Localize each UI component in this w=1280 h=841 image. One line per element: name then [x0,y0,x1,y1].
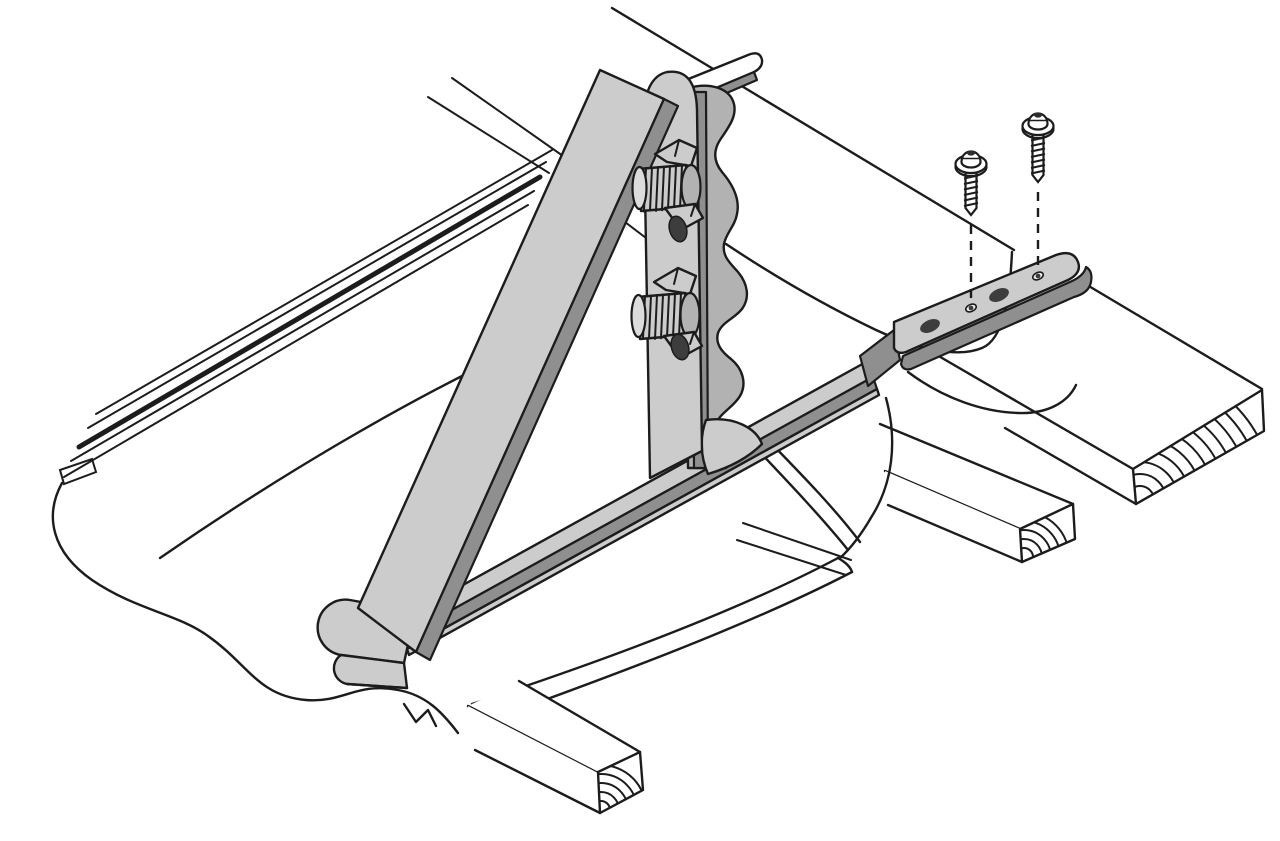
tile-ridge-line [87,161,547,429]
board-end-face [1131,388,1266,506]
tile-corner-notch [58,457,98,486]
screw-head-drive [1034,112,1042,118]
rafter-right-end-face [1018,502,1077,564]
board-back-edge-right [1080,280,1264,391]
screw-head-drive [967,150,975,156]
strap-z-bend [858,328,902,388]
strap-slot-hole [920,319,940,333]
strut-underside [414,97,680,662]
tile-surface-line [742,522,852,561]
fastening-screws [954,112,1055,303]
board-front-edge [928,349,1135,471]
tile-ridge-groove [76,174,543,450]
pilot-hole-center [968,305,974,311]
tile-s-profile-edge [51,481,460,735]
tile-broken-notch [402,702,438,728]
batten-bottom [466,679,645,815]
tile-right-edge [838,396,894,560]
clamp-bolts [630,138,705,361]
screw-shank [1031,132,1045,184]
support-strut [356,68,680,662]
upper-tile-edge-left [158,370,472,560]
mounting-strap [858,251,1093,388]
plate-hole [668,215,688,243]
strap-holes [920,271,1045,333]
upper-tile-drape-1 [752,444,850,552]
strap-edge-dark [899,265,1093,371]
hex-screw [1021,112,1055,270]
batten-end-face [596,750,645,815]
base-rail-lip [405,387,881,657]
plate-hole [670,333,690,361]
pilot-hole-center [1035,273,1041,279]
roof-hook [674,52,764,476]
tile-ridge-line [70,190,535,462]
tile-ridge-line [95,149,553,415]
board-back-edge [610,6,1016,252]
tile-surface-line [736,539,847,576]
rafter-right [878,422,1077,564]
upper-tile-roll [906,370,1078,415]
plate-adjustment-holes [668,215,690,361]
board-front-bottom-edge [1003,426,1138,506]
tile-lower [51,149,894,735]
strap-slot-hole [989,288,1009,302]
upper-tile-drape-2 [766,438,862,544]
tile-ridge-line [63,204,529,478]
hex-screw [954,150,988,303]
